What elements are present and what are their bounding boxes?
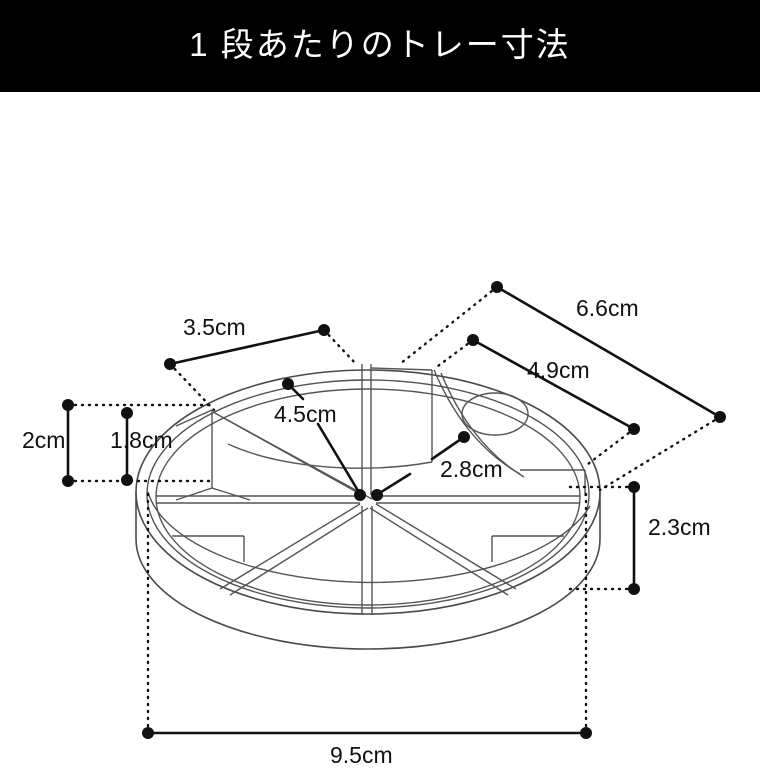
dimension-label-3.5cm: 3.5cm [183, 314, 246, 340]
dimension-label-4.9cm: 4.9cm [527, 357, 590, 383]
dimension-3.5cm [164, 324, 358, 412]
dimension-2.8cm [371, 431, 470, 501]
dimension-label-1.8cm: 1.8cm [110, 427, 173, 453]
dimension-label-2cm: 2cm [22, 427, 66, 453]
dimension-9.5cm [142, 488, 592, 739]
dimension-2cm [62, 399, 217, 487]
dimension-label-2.8cm: 2.8cm [440, 456, 503, 482]
tray-right-scoop [433, 369, 586, 496]
page-header: 1 段あたりのトレー寸法 [0, 0, 760, 92]
dimension-4.5cm [282, 378, 366, 501]
dimension-2.3cm [568, 481, 640, 595]
tray-body-outline [135, 491, 601, 650]
tray-center-wall [227, 364, 433, 495]
tray-dividers [156, 411, 580, 615]
diagram-stage: .ln { fill:none; stroke:#4a4a4a; stroke-… [0, 92, 760, 767]
tray-lower-shelves [172, 535, 564, 562]
dimension-label-2.3cm: 2.3cm [648, 514, 711, 540]
page-title: 1 段あたりのトレー寸法 [189, 25, 571, 63]
dimension-label-6.6cm: 6.6cm [576, 295, 639, 321]
tray-technical-drawing: .ln { fill:none; stroke:#4a4a4a; stroke-… [62, 281, 726, 739]
dimension-4.9cm [432, 334, 640, 466]
dimension-label-9.5cm: 9.5cm [330, 742, 393, 768]
tray-left-panel [175, 409, 251, 501]
dimension-6.6cm [398, 281, 726, 492]
dimension-label-4.5cm: 4.5cm [274, 401, 337, 427]
dimension-1.8cm [121, 407, 133, 486]
tray-top-rim [135, 369, 601, 615]
oval-cutout [461, 392, 529, 436]
